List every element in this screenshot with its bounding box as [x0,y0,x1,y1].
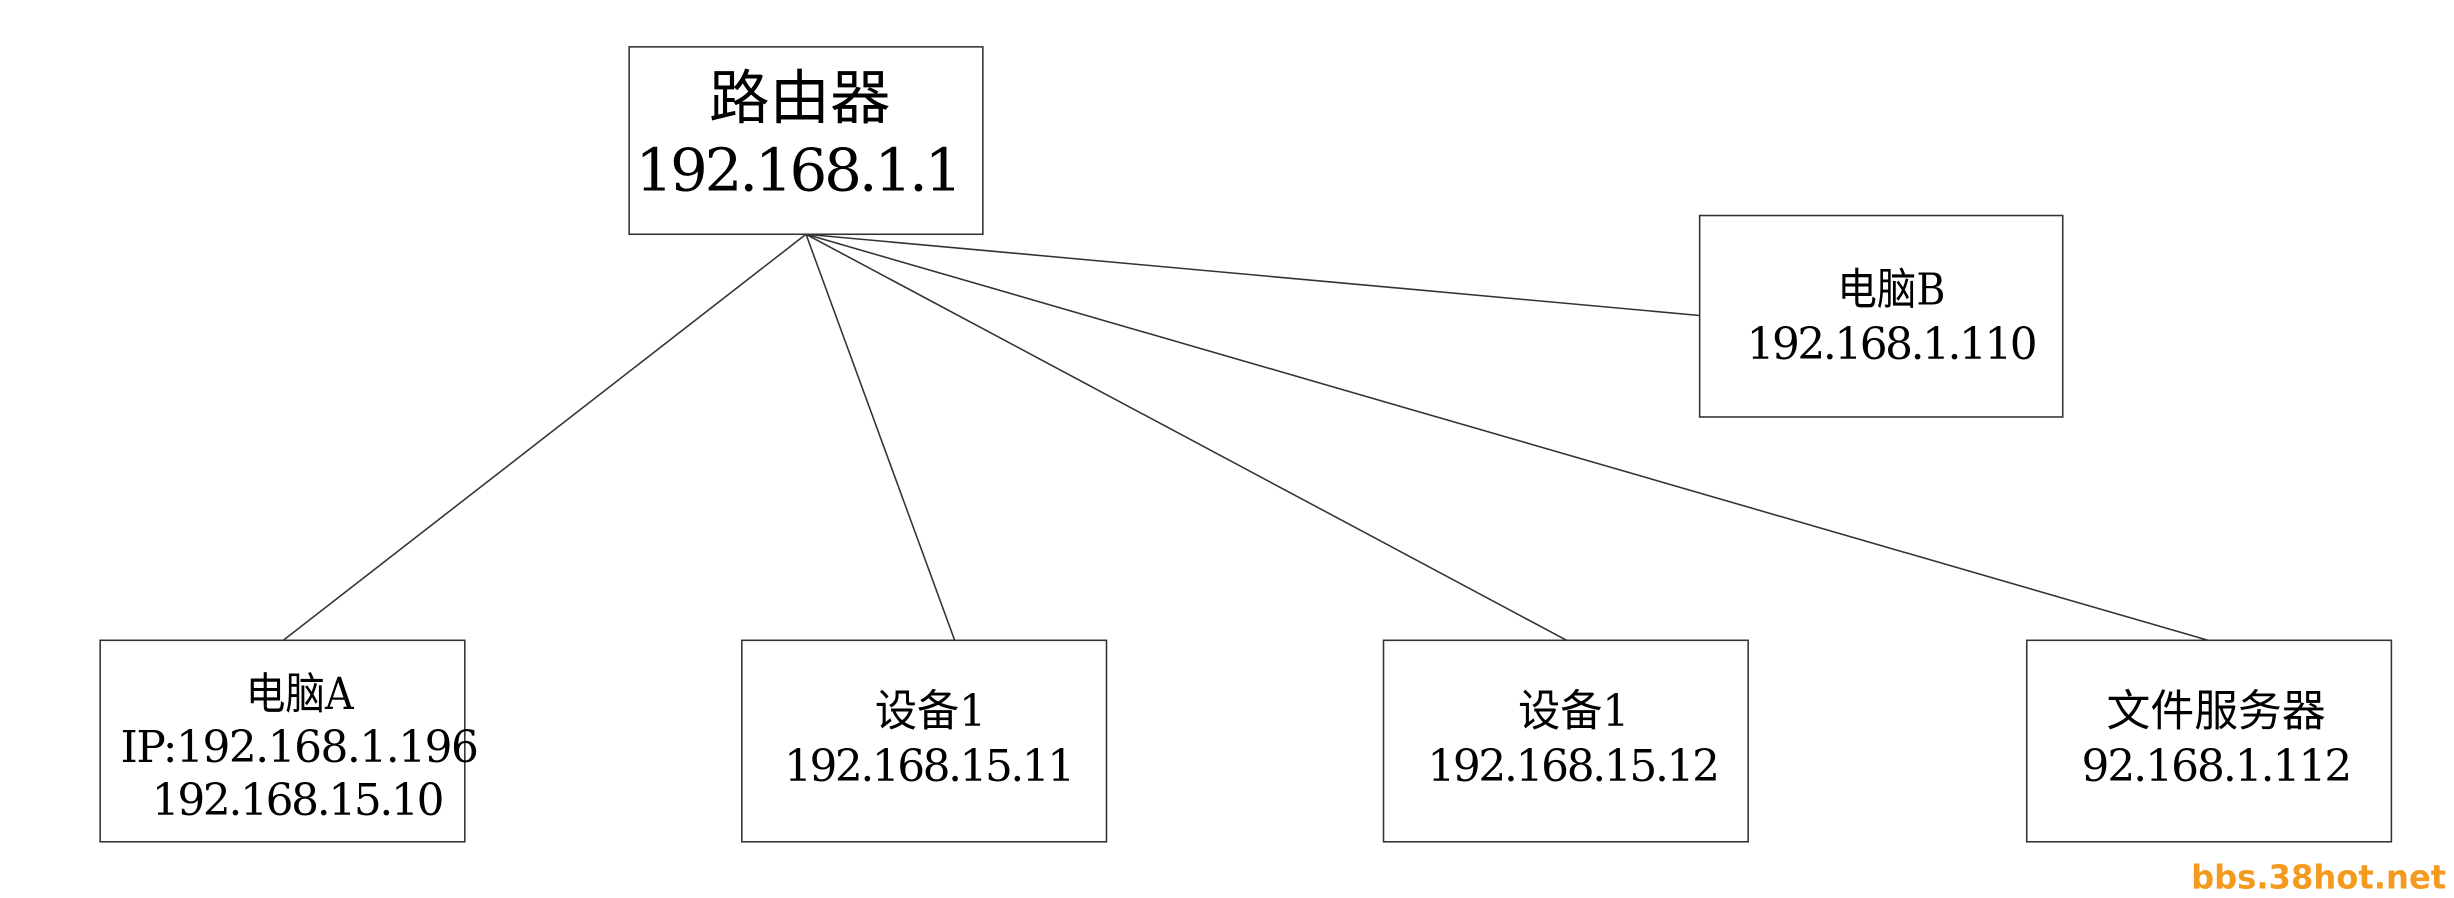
node-device-1-label: 设备1 [875,686,986,737]
node-router: 路由器 192.168.1.1 [628,46,984,236]
connection-lines [282,233,2209,642]
node-file-server-box [2025,639,2393,843]
node-device-2-box [1382,639,1749,843]
node-router-ip: 192.168.1.1 [635,137,962,206]
node-device-1: 设备1 192.168.15.11 [741,639,1108,843]
node-computer-a-label: 电脑A [246,669,355,720]
node-device-2: 设备1 192.168.15.12 [1382,639,1749,843]
node-file-server: 文件服务器 92.168.1.112 [2025,639,2393,843]
link-router-computer-a [282,233,807,641]
node-device-2-label: 设备1 [1518,686,1629,737]
node-computer-b: 电脑B 192.168.1.110 [1698,214,2064,418]
node-computer-a-box [99,639,466,843]
node-computer-a-ip-2: 192.168.15.10 [152,775,445,826]
node-computer-b-ip: 192.168.1.110 [1747,319,2038,370]
node-computer-a-ip-1: IP:192.168.1.196 [121,722,479,773]
node-file-server-label: 文件服务器 [2107,686,2326,737]
link-router-device-2 [805,233,1567,642]
link-router-file-server [805,233,2209,642]
node-file-server-ip: 92.168.1.112 [2082,741,2353,792]
node-router-box [628,46,984,236]
node-device-1-box [741,639,1108,843]
node-computer-a: 电脑A IP:192.168.1.196 192.168.15.10 [99,639,479,843]
node-router-label: 路由器 [709,65,891,134]
node-device-1-ip: 192.168.15.11 [784,741,1075,792]
node-computer-b-box [1698,214,2064,418]
link-router-computer-b [805,233,1700,317]
node-computer-b-label: 电脑B [1837,265,1945,316]
watermark: bbs.38hot.net [2191,859,2446,897]
node-device-2-ip: 192.168.15.12 [1427,741,1720,792]
link-router-device-1 [805,233,956,641]
